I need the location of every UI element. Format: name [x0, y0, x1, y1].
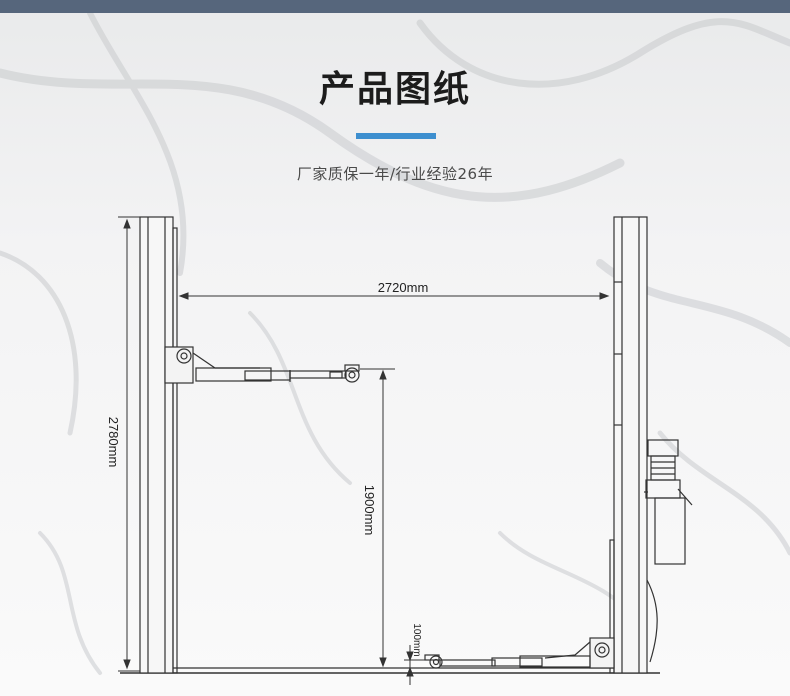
title-accent-line: [356, 133, 436, 139]
dimension-column-spacing: 2720mm: [378, 280, 429, 295]
dimension-min-height: 100mm: [411, 623, 422, 656]
page-title: 产品图纸: [318, 69, 471, 110]
right-column: [609, 216, 648, 674]
lowered-arm: [424, 637, 615, 669]
page-subtitle: 厂家质保一年/行业经验26年: [296, 165, 494, 183]
dimension-lift-height: 1900mm: [362, 485, 377, 536]
left-column: [139, 216, 178, 674]
top-bar: [0, 0, 790, 13]
hydraulic-hose: [646, 579, 658, 663]
raised-arm: [164, 346, 360, 384]
background-branches: [0, 13, 790, 675]
dimension-total-height: 2780mm: [106, 417, 121, 468]
motor-unit: [644, 439, 693, 565]
